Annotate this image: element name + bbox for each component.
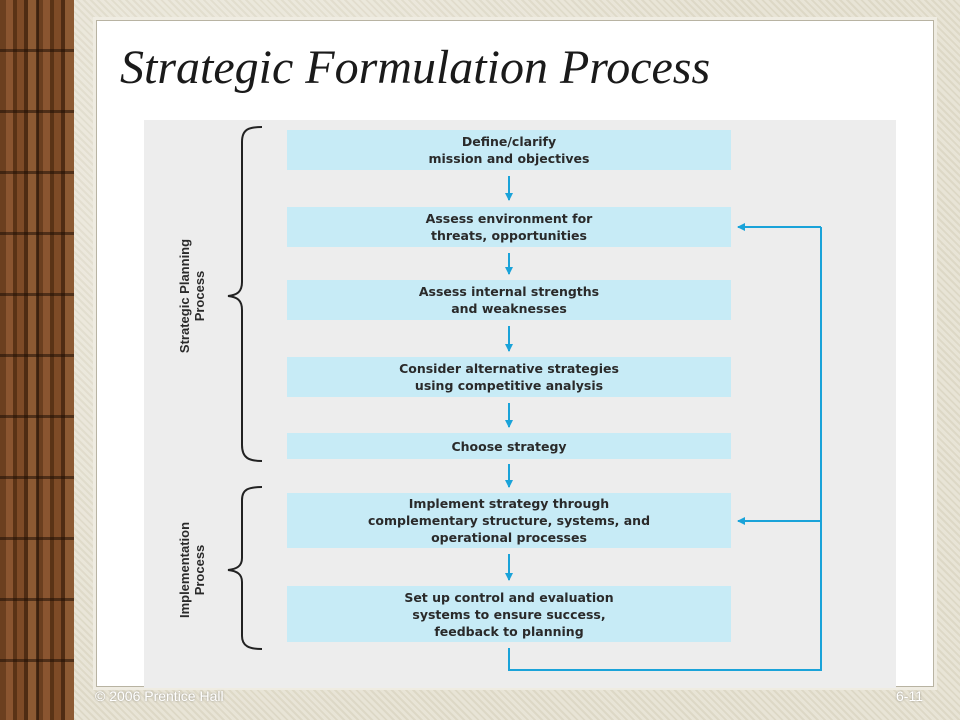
implementation-label-line1: Implementation bbox=[177, 521, 192, 619]
step-implement-strategy: Implement strategy through complementary… bbox=[287, 493, 731, 548]
footer-copyright: © 2006 Prentice Hall bbox=[95, 688, 224, 704]
step-consider-alternatives: Consider alternative strategies using co… bbox=[287, 357, 731, 397]
planning-label-line1: Strategic Planning bbox=[177, 238, 192, 354]
step-control-evaluation: Set up control and evaluation systems to… bbox=[287, 586, 731, 642]
implementation-process-label: Implementation Process bbox=[177, 522, 207, 618]
step-assess-environment: Assess environment for threats, opportun… bbox=[287, 207, 731, 247]
flowchart-diagram: Define/clarify mission and objectives As… bbox=[144, 120, 896, 688]
connector-arrows bbox=[227, 126, 822, 671]
footer-slide-number: 6-11 bbox=[896, 688, 923, 704]
implementation-brace bbox=[227, 486, 263, 650]
step-assess-internal: Assess internal strengths and weaknesses bbox=[287, 280, 731, 320]
wood-border bbox=[0, 0, 74, 720]
planning-brace bbox=[227, 126, 263, 462]
step-choose-strategy: Choose strategy bbox=[287, 433, 731, 459]
implementation-label-line2: Process bbox=[192, 544, 207, 596]
slide-title: Strategic Formulation Process bbox=[120, 41, 711, 94]
feedback-loop-line bbox=[508, 227, 822, 671]
planning-process-label: Strategic Planning Process bbox=[177, 239, 207, 353]
planning-label-line2: Process bbox=[192, 270, 207, 322]
step-define-mission: Define/clarify mission and objectives bbox=[287, 130, 731, 170]
